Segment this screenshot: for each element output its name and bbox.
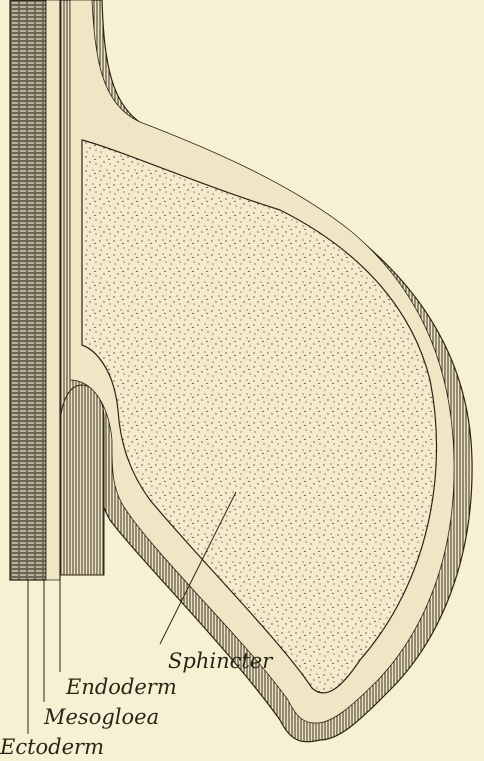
endoderm-label: Endoderm — [65, 675, 177, 699]
sphincter-label: Sphincter — [168, 649, 274, 673]
ectoderm-layer — [10, 0, 46, 580]
stalk-epithelium — [60, 385, 104, 575]
mesogloea-layer — [46, 0, 60, 580]
mesogloea-label: Mesogloea — [43, 705, 159, 729]
ectoderm-label: Ectoderm — [0, 735, 104, 759]
